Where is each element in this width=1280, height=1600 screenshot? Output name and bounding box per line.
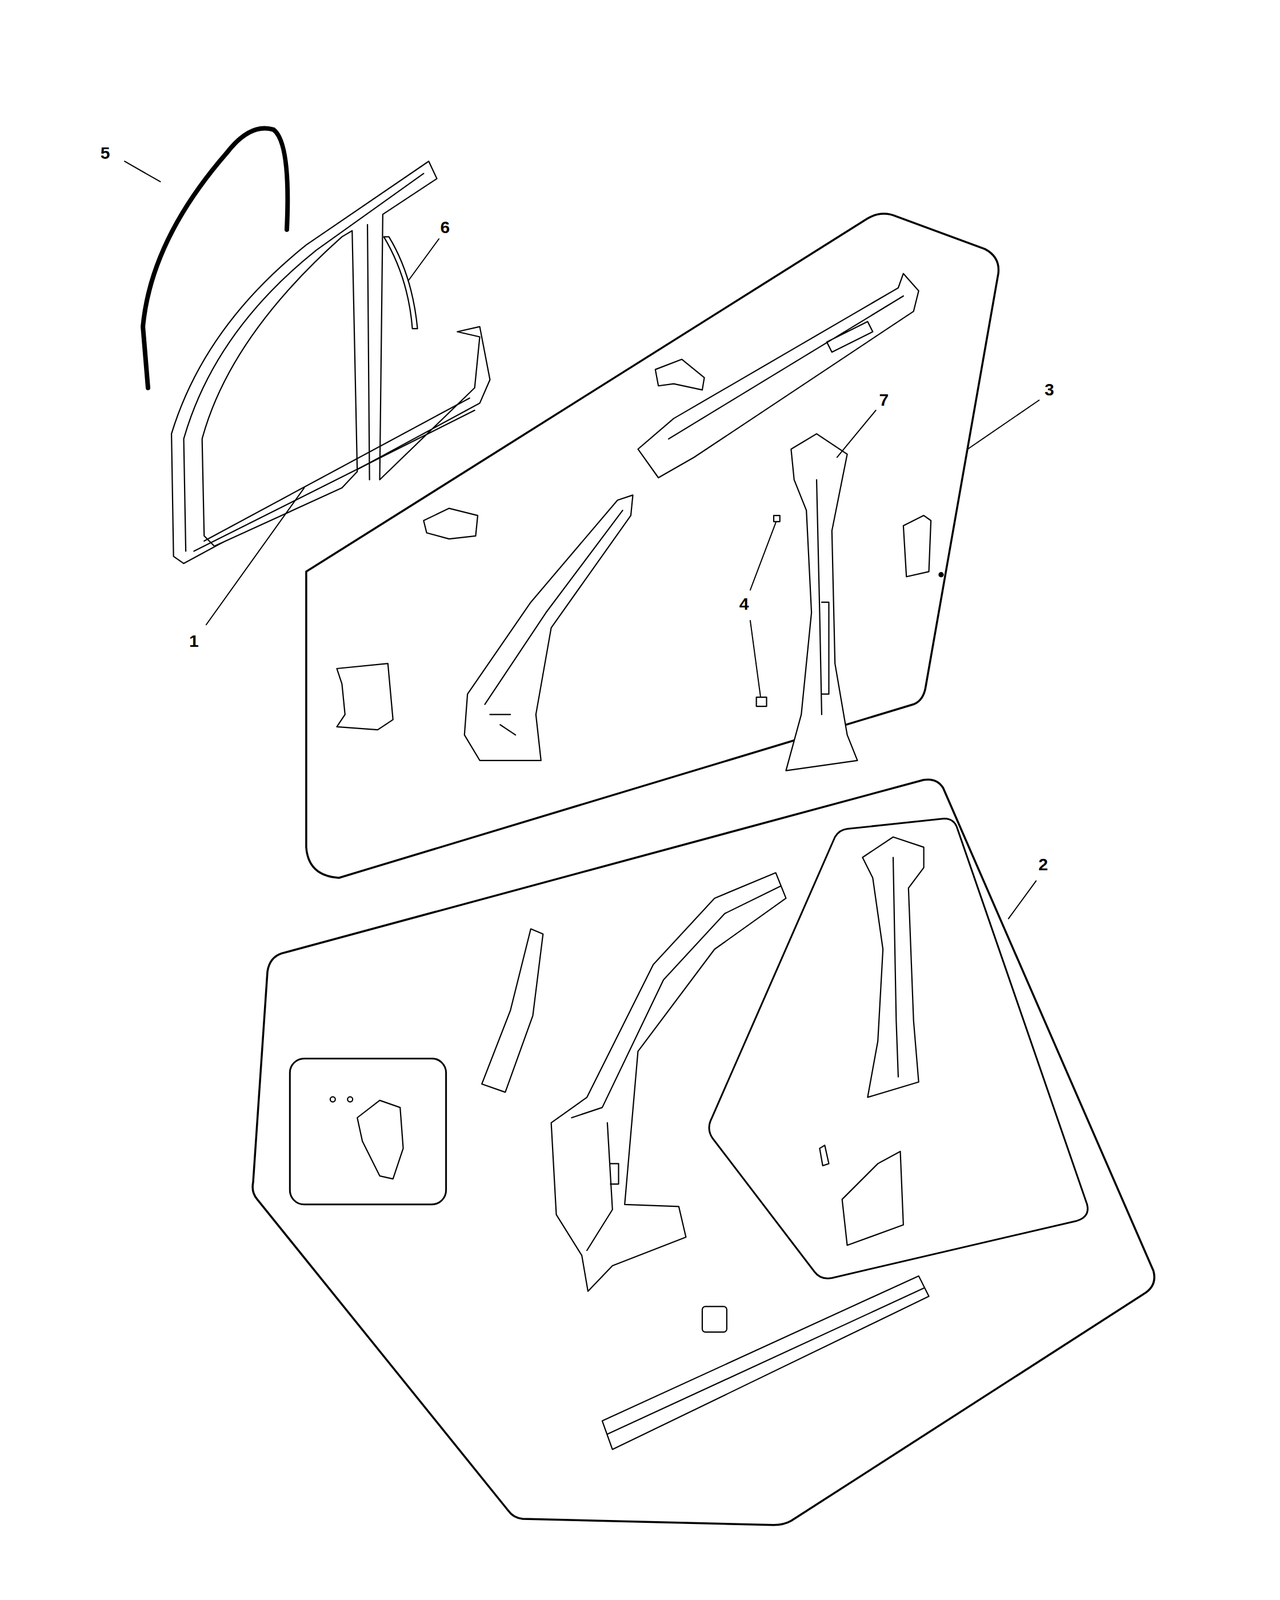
callout-number: 6 <box>440 218 450 236</box>
sill-detail <box>607 1288 924 1434</box>
plug <box>702 1306 727 1332</box>
group-outline <box>252 779 1155 1526</box>
a-pillar-detail <box>484 510 623 735</box>
nut <box>756 697 767 707</box>
b-pillar-reinforcement <box>785 433 858 771</box>
clip <box>819 1145 829 1166</box>
leader-line <box>837 410 876 458</box>
roof-rail <box>637 273 919 478</box>
bracket <box>423 508 478 540</box>
bracket <box>655 359 705 391</box>
bracket <box>336 663 393 730</box>
roof-rail-detail <box>668 296 904 439</box>
body-side-detail <box>184 173 475 552</box>
fastener <box>330 1096 336 1102</box>
b-pillar-detail <box>893 857 899 1077</box>
fastener <box>938 572 943 577</box>
leader-line <box>408 238 440 281</box>
callout-number: 7 <box>879 391 890 409</box>
leader-line <box>750 522 776 591</box>
parts-drawing <box>124 128 1155 1525</box>
leader-line <box>967 400 1039 450</box>
callout-number: 1 <box>189 632 199 650</box>
b-pillar-outer <box>862 837 924 1098</box>
fastener <box>347 1096 353 1102</box>
hinge-pillar-detail <box>571 886 781 1251</box>
weatherstrip <box>142 128 288 388</box>
callout-number: 5 <box>100 144 111 162</box>
leader-line <box>206 488 304 625</box>
bracket <box>842 1151 904 1246</box>
body-side-panel <box>171 161 490 564</box>
bracket <box>357 1100 403 1180</box>
bracket <box>903 515 931 577</box>
group-outline <box>306 213 999 878</box>
nut <box>773 515 780 522</box>
callout-number: 4 <box>739 595 750 613</box>
door-opening <box>202 230 358 547</box>
leader-line <box>750 620 761 696</box>
leader-lines <box>124 161 1040 919</box>
sill-panel <box>602 1276 930 1450</box>
callout-number: 3 <box>1044 381 1055 399</box>
hinge-pillar <box>551 872 787 1291</box>
callout-number: 2 <box>1038 856 1048 874</box>
seal-strip <box>384 236 418 329</box>
a-pillar-inner <box>464 494 634 760</box>
group-outline <box>289 1058 446 1204</box>
b-pillar-detail <box>816 480 829 715</box>
reinforcement <box>481 929 543 1093</box>
leader-line <box>124 161 161 182</box>
leader-line <box>1008 881 1036 919</box>
